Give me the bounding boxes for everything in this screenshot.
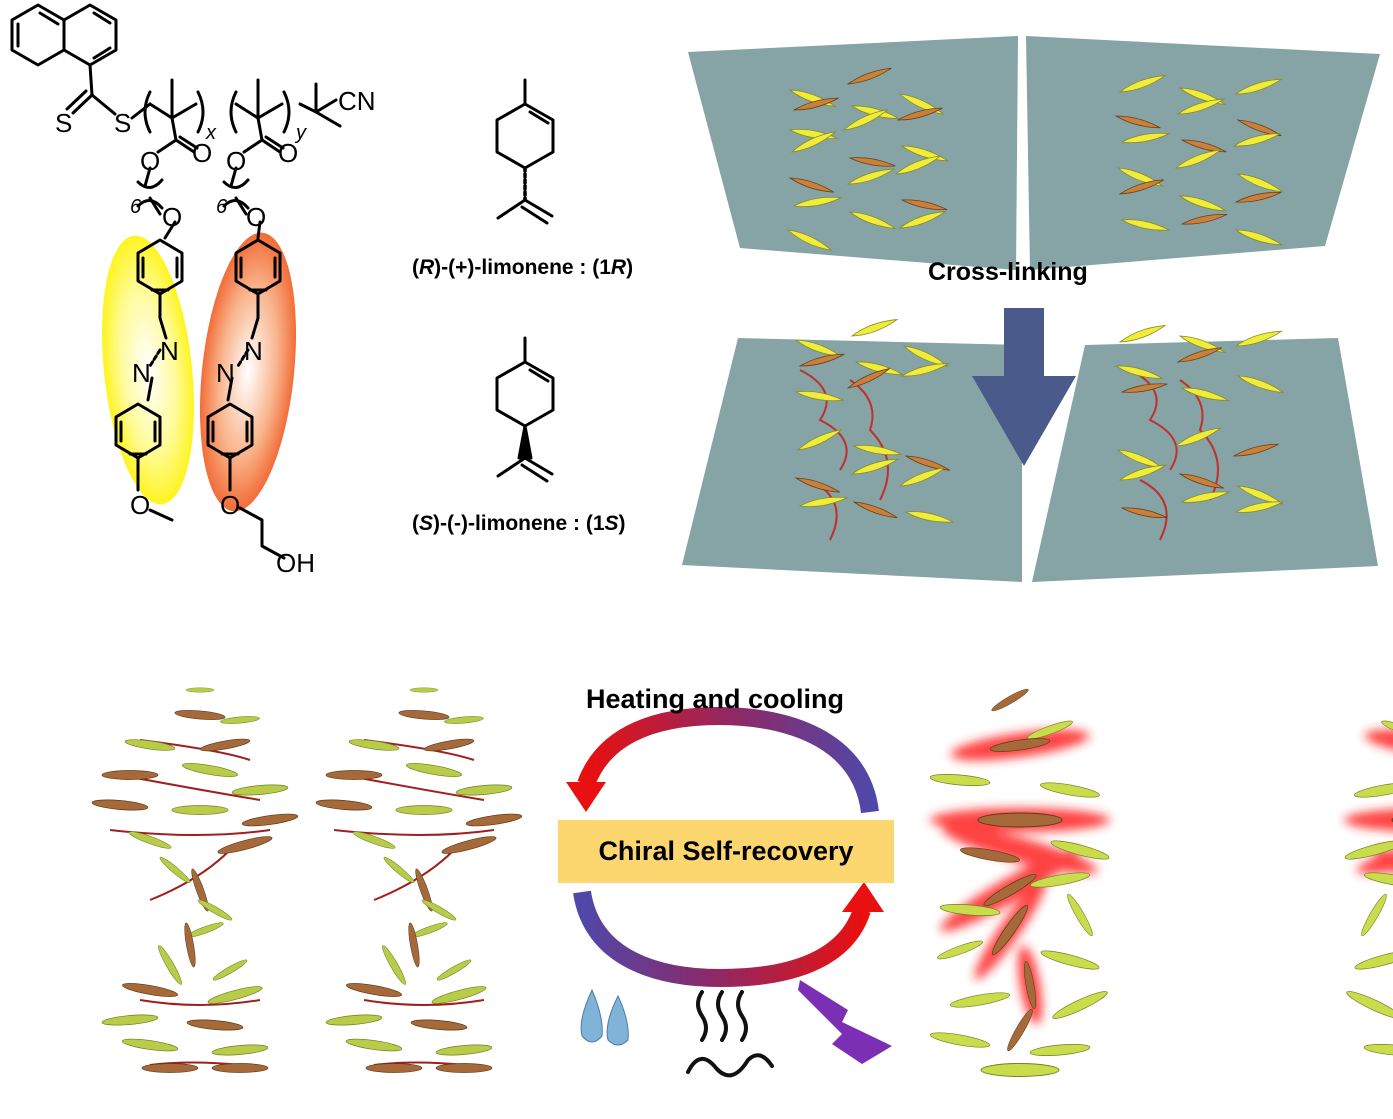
ether-o-right: O [246,202,267,232]
spacer-count-left: 6 [130,196,142,218]
carbonyl-o-left: O [192,138,213,168]
cycle-arrowhead-bottom [842,882,884,912]
spacer-count-right: 6 [216,196,228,218]
s-limonene-caption: (S)-(-)-limonene : (1S) [412,512,626,536]
r-limonene-caption: (R)-(+)-limonene : (1R) [412,256,633,280]
chiral-self-recovery-label: Chiral Self-recovery [598,836,854,866]
helix-group-bottom-left [794,315,955,541]
panel-bottom-right [1032,338,1378,582]
mesogen-highlight-yellow [102,235,194,505]
water-drop-icon [580,988,629,1046]
helix-left-2 [315,687,523,1073]
thioether-s-label: S [114,108,132,138]
azo-n-left-bottom: N [132,358,151,388]
s-caption-config2: S [604,512,619,535]
panel-top-right [1026,36,1380,270]
s-caption-config: S [419,512,434,535]
r-caption-config: R [419,256,435,279]
ester-o-right: O [226,146,247,176]
ester-o-left: O [140,146,161,176]
r-caption-open: ( [412,256,419,279]
hydroxyl-label: OH [276,548,315,578]
cross-linking-label: Cross-linking [928,258,1088,286]
cycle-arc-bottom [573,890,871,988]
mesogen-highlight-orange [199,232,297,512]
subscript-y: y [296,122,306,144]
helix-right-1 [929,686,1111,1077]
r-caption-main: )-(+)-limonene : (1 [434,256,611,279]
panel-top-left [688,36,1018,270]
s-caption-main: )-(-)-limonene : (1 [433,512,605,535]
chiral-self-recovery-box: Chiral Self-recovery [558,820,894,883]
carbonyl-o-right: O [278,138,299,168]
cycle-arrowhead-top [566,782,606,812]
s-caption-close: ) [618,512,626,535]
azo-n-right-bottom: N [216,358,235,388]
helix-left-1 [91,687,299,1073]
heat-icon [686,990,774,1078]
methoxy-o-label: O [130,490,151,520]
nitrile-label: CN [338,86,376,116]
r-caption-close: ) [626,256,634,279]
heating-cooling-label: Heating and cooling [586,684,845,714]
helix-right-2 [1343,717,1393,1058]
naphthyl-thione-s-label: S [55,108,73,138]
r-caption-config2: R [610,256,627,279]
light-bolt-icon [798,980,892,1064]
azo-n-right-top: N [244,336,263,366]
recovery-box-bg [558,820,894,883]
subscript-x: x [206,122,216,144]
azo-n-left-top: N [160,336,179,366]
ether-o-left: O [162,202,183,232]
s-caption-open: ( [412,512,419,535]
cross-linking-arrow [972,308,1076,466]
hydroxyethoxy-o-label: O [220,490,241,520]
cycle-arc-top [577,706,879,814]
helix-group-bottom-right [1114,321,1285,541]
